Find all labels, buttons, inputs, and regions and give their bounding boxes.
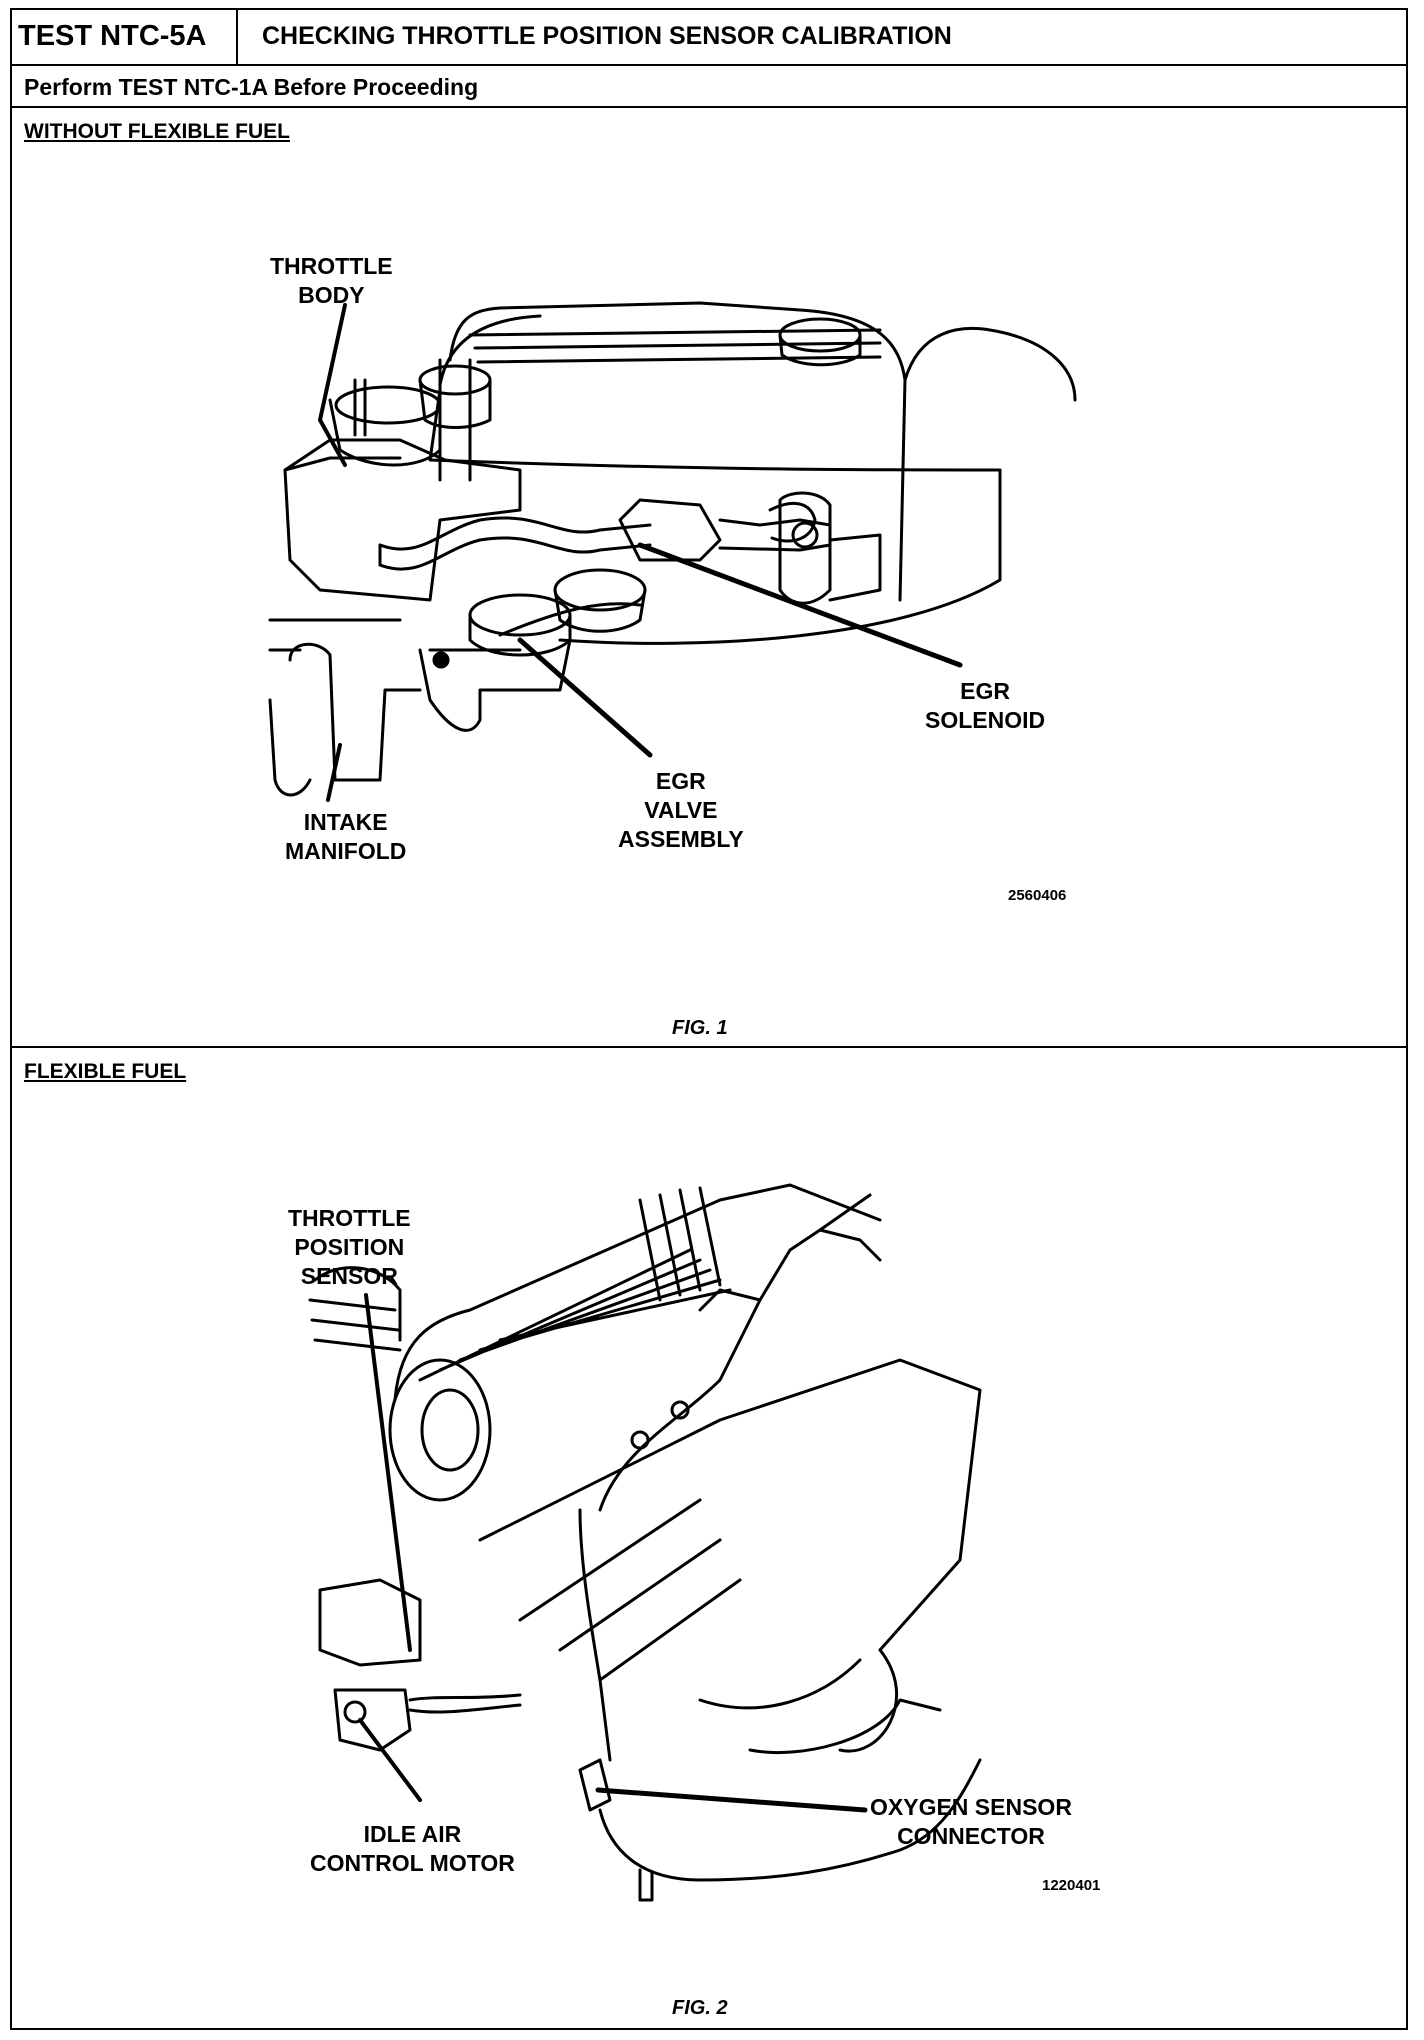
figure2-image-code: 1220401	[1042, 1877, 1101, 1894]
label-egr-solenoid: EGR SOLENOID	[925, 678, 1046, 733]
test-id: TEST NTC-5A	[10, 8, 238, 64]
label-oxygen-sensor-connector: OXYGEN SENSOR CONNECTOR	[870, 1794, 1072, 1849]
figure1-image-code: 2560406	[1008, 887, 1067, 904]
figure2-caption: FIG. 2	[672, 1997, 728, 2019]
label-egr-valve-assembly: EGR VALVE ASSEMBLY	[618, 768, 744, 852]
section-divider	[10, 1046, 1408, 1048]
test-title: CHECKING THROTTLE POSITION SENSOR CALIBR…	[262, 22, 952, 50]
prerequisite-note: Perform TEST NTC-1A Before Proceeding	[10, 66, 1408, 108]
label-throttle-body: THROTTLE BODY	[270, 253, 393, 308]
page-frame	[10, 8, 1408, 2030]
section-label-without-flex-fuel: WITHOUT FLEXIBLE FUEL	[24, 120, 290, 143]
label-idle-air-control-motor: IDLE AIR CONTROL MOTOR	[310, 1821, 515, 1876]
header: TEST NTC-5A CHECKING THROTTLE POSITION S…	[10, 8, 1408, 66]
label-intake-manifold: INTAKE MANIFOLD	[285, 809, 407, 864]
label-throttle-position-sensor: THROTTLE POSITION SENSOR	[288, 1205, 411, 1289]
figure1-caption: FIG. 1	[672, 1017, 728, 1039]
section-label-flex-fuel: FLEXIBLE FUEL	[24, 1060, 187, 1083]
